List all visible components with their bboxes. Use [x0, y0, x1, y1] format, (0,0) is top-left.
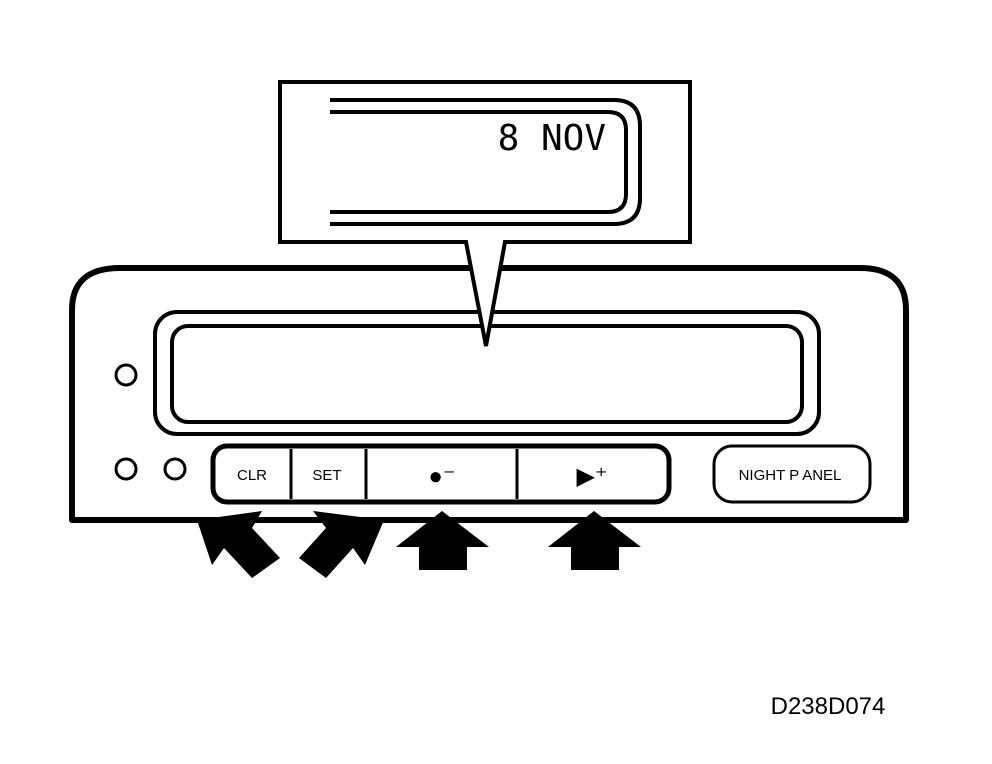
- clr-button-label: CLR: [237, 467, 267, 484]
- minus-button[interactable]: ●⁻: [366, 449, 517, 499]
- lcd-date-readout: 8 NOV: [498, 118, 606, 159]
- night-panel-button[interactable]: NIGHT P ANEL: [712, 444, 872, 504]
- zoomed-lcd-bezel-outer: [330, 98, 642, 226]
- button-strip: [210, 443, 672, 505]
- indicator-lamp-lower-left: [114, 457, 138, 481]
- plus-button[interactable]: ▶⁺: [517, 449, 667, 499]
- arrow-to-clr-button: [197, 511, 280, 578]
- indicator-lamp-lower-right: [163, 457, 187, 481]
- arrow-to-set-button: [299, 511, 384, 578]
- minus-button-label: ●⁻: [428, 463, 455, 490]
- clr-button[interactable]: CLR: [216, 449, 291, 499]
- arrow-to-minus-button: [396, 511, 489, 570]
- indicator-lamp-upper: [114, 363, 138, 387]
- arrow-to-plus-button: [548, 511, 641, 570]
- figure-code: D238D074: [771, 693, 886, 720]
- set-button-label: SET: [312, 467, 341, 484]
- zoomed-lcd-bezel-inner: [330, 110, 628, 214]
- night-panel-button-label: NIGHT P ANEL: [739, 467, 842, 484]
- plus-button-label: ▶⁺: [576, 463, 607, 490]
- set-button[interactable]: SET: [291, 449, 366, 499]
